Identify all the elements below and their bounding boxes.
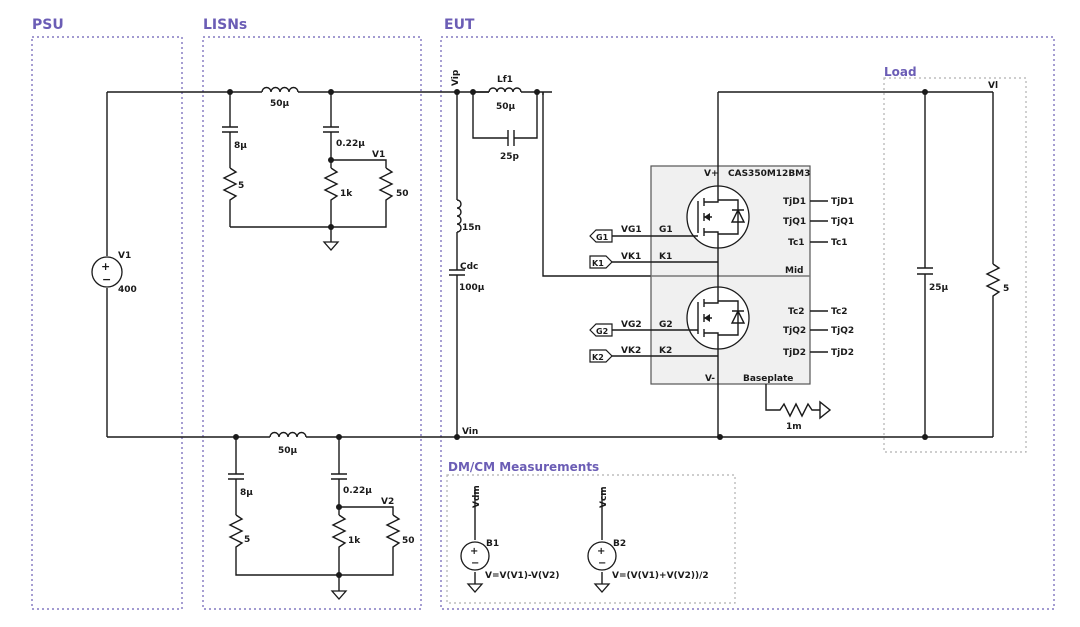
psu-voltage-source: + − [91, 92, 123, 437]
port-k1-label: K1 [592, 259, 604, 268]
net-vk2: VK2 [621, 346, 641, 356]
lisn-top-node: V1 [372, 150, 385, 160]
lisn-top-cap-left: 8µ [234, 141, 247, 151]
baseplate-res-value: 1m [786, 422, 802, 432]
svg-text:−: − [598, 558, 606, 569]
port-k2-label: K2 [592, 353, 604, 362]
pin-tjq1: TjQ1 [783, 217, 806, 227]
pin-tjd2: TjD2 [783, 348, 806, 358]
pin-baseplate: Baseplate [743, 374, 793, 384]
svg-text:+: + [101, 260, 110, 273]
load-res: 5 [1003, 284, 1009, 294]
lf1-name: Lf1 [497, 75, 513, 85]
pin-tc2: Tc2 [788, 307, 805, 317]
b1-expr: V=V(V1)-V(V2) [485, 571, 559, 581]
b2-expr: V=(V(V1)+V(V2))/2 [612, 571, 709, 581]
b2-name: B2 [613, 539, 626, 549]
b1-source: + − [460, 488, 490, 593]
mosfet-lower [686, 276, 750, 437]
load-node: Vl [988, 81, 998, 91]
lisn-bottom-res-mid: 1k [348, 536, 361, 546]
psu-source-value: 400 [118, 285, 137, 295]
lisn-top-res-mid: 1k [340, 189, 353, 199]
net-vg1: VG1 [621, 225, 642, 235]
lisn-top-inductor-value: 50µ [270, 99, 290, 109]
ext-tjd1: TjD1 [831, 197, 854, 207]
module-name: CAS350M12BM3 [728, 169, 810, 179]
b2-source: + − [587, 488, 617, 593]
eut-vip-label: Vip [451, 69, 461, 86]
b2-node: Vcm [599, 486, 609, 508]
svg-text:−: − [102, 273, 111, 286]
lisn-bottom-inductor [269, 431, 307, 438]
svg-text:+: + [597, 546, 605, 557]
lisn-top-res-left: 5 [238, 181, 244, 191]
pin-tc1: Tc1 [788, 238, 805, 248]
pin-g1: G1 [659, 225, 673, 235]
lisn-top-inductor [261, 86, 299, 93]
svg-text:+: + [470, 546, 478, 557]
pin-vminus: V- [705, 374, 715, 384]
lisn-bottom-res-right: 50 [402, 536, 415, 546]
lisn-bottom-node: V2 [381, 497, 394, 507]
psu-region [31, 36, 183, 610]
top-rail-wire [107, 91, 552, 95]
port-g1-label: G1 [596, 233, 609, 242]
port-g2 [589, 323, 613, 337]
port-k1 [589, 255, 613, 269]
pin-k1: K1 [659, 252, 672, 262]
measurements-region [446, 474, 736, 604]
lisn-bottom-res-left: 5 [244, 535, 250, 545]
pin-k2: K2 [659, 346, 672, 356]
lf1-parallel-cap: 25p [500, 152, 520, 162]
ext-tjd2: TjD2 [831, 348, 854, 358]
eut-vin-label: Vin [462, 427, 478, 437]
lisn-bottom-cap-mid: 0.22µ [343, 486, 372, 496]
cdc-name: Cdc [460, 262, 478, 272]
lisns-title: LISNs [203, 17, 247, 33]
pin-mid: Mid [785, 266, 803, 276]
ext-tjq2: TjQ2 [831, 326, 854, 336]
psu-title: PSU [32, 17, 64, 33]
lisns-region [202, 36, 422, 610]
pin-tjd1: TjD1 [783, 197, 806, 207]
b1-name: B1 [486, 539, 499, 549]
lisn-bottom-inductor-value: 50µ [278, 446, 298, 456]
b1-node: Vdm [472, 485, 482, 508]
pin-g2: G2 [659, 320, 673, 330]
port-g1 [589, 229, 613, 243]
ext-tc2: Tc2 [831, 307, 848, 317]
stray-inductor [456, 199, 462, 233]
stray-inductor-value: 15n [462, 223, 481, 233]
pin-tjq2: TjQ2 [783, 326, 806, 336]
cdc-value: 100µ [459, 283, 485, 293]
pin-vplus: V+ [704, 169, 719, 179]
lf1-inductor [488, 87, 522, 93]
lf1-value: 50µ [496, 102, 516, 112]
ext-tc1: Tc1 [831, 238, 848, 248]
net-vg2: VG2 [621, 320, 642, 330]
baseplate-resistor [765, 384, 820, 418]
lisn-top-cap-mid: 0.22µ [336, 139, 365, 149]
eut-region [440, 36, 1055, 610]
psu-source-name: V1 [118, 251, 131, 261]
load-cap: 25µ [929, 283, 949, 293]
lisn-top-res-right: 50 [396, 189, 409, 199]
lisn-bottom-cap-left: 8µ [240, 488, 253, 498]
load-region [883, 77, 1027, 453]
ext-tjq1: TjQ1 [831, 217, 854, 227]
svg-text:−: − [471, 558, 479, 569]
port-k2 [589, 349, 613, 363]
measurements-title: DM/CM Measurements [448, 460, 599, 474]
eut-title: EUT [444, 17, 475, 33]
net-vk1: VK1 [621, 252, 641, 262]
port-g2-label: G2 [596, 327, 608, 336]
load-title: Load [884, 65, 917, 79]
